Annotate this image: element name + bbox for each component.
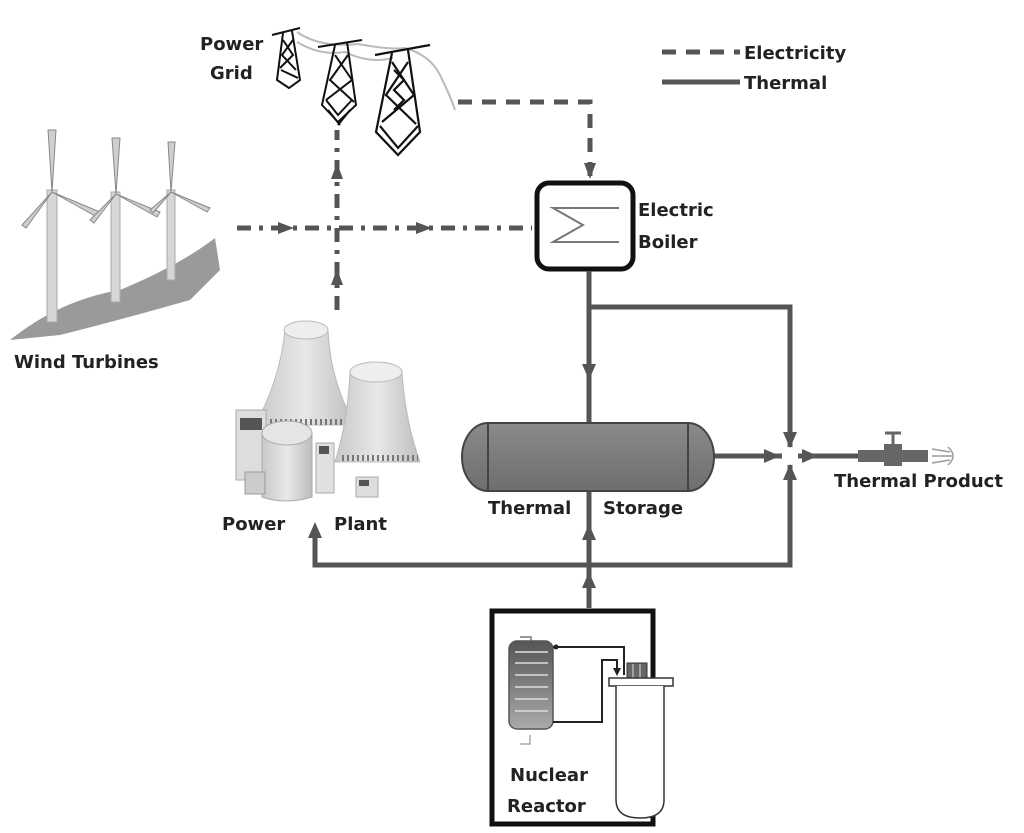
nuclear-reactor-label-line2: Reactor	[507, 796, 586, 817]
thermal-product-label: Thermal Product	[834, 471, 1003, 492]
valve-icon	[858, 431, 954, 466]
legend: Electricity Thermal	[662, 43, 846, 94]
electric-boiler-label-line2: Boiler	[638, 232, 698, 253]
power-line-wires	[296, 31, 456, 111]
arrow-down-icon	[783, 432, 797, 448]
legend-thermal: Thermal	[662, 73, 827, 94]
arrow-up-icon	[582, 524, 596, 540]
wind-turbines: Wind Turbines	[10, 129, 220, 373]
wind-turbine-icon	[89, 137, 161, 303]
electric-boiler: Electric Boiler	[534, 180, 714, 272]
arrow-right-icon	[764, 449, 780, 463]
cooling-tower-icon	[334, 361, 421, 463]
arrow-up-icon	[308, 522, 322, 538]
cooling-tower-icon	[254, 320, 356, 426]
nuclear-reactor: Nuclear Reactor	[489, 608, 674, 827]
edge-reactor-to-plant-and-product	[312, 465, 793, 568]
power-plant: Power Plant	[222, 320, 421, 535]
boiler-box	[534, 180, 636, 272]
arrow-up-icon	[783, 464, 797, 480]
thermal-storage-label-right: Storage	[603, 498, 683, 519]
edge-boiler-to-product	[589, 304, 793, 447]
arrow-down-icon	[584, 163, 596, 179]
electric-boiler-label-line1: Electric	[638, 200, 714, 221]
arrow-up-icon	[331, 269, 343, 285]
nuclear-reactor-label-line1: Nuclear	[510, 765, 588, 786]
arrow-up-icon	[331, 163, 343, 179]
thermal-flows	[308, 271, 862, 608]
arrow-right-icon	[802, 449, 818, 463]
wind-turbine-icon	[149, 141, 211, 281]
pylon-icon	[271, 27, 302, 90]
pylon-icon	[374, 43, 431, 157]
legend-thermal-label: Thermal	[744, 73, 827, 94]
reactor-vessel-icon	[608, 662, 674, 819]
power-grid-label-line2: Grid	[210, 63, 253, 84]
hill-icon	[10, 238, 220, 340]
arrow-up-icon	[582, 572, 596, 588]
pylon-icon	[317, 39, 363, 126]
wind-turbine-icon	[21, 129, 101, 323]
arrow-right-icon	[416, 222, 432, 234]
thermal-storage: Thermal Storage	[461, 422, 715, 519]
heating-coil-icon	[549, 207, 619, 243]
legend-electricity: Electricity	[662, 43, 846, 64]
reactor-piping	[553, 646, 625, 675]
edge-grid-to-boiler	[458, 99, 593, 178]
reactor-piping-return	[553, 659, 618, 723]
arrow-down-icon	[582, 364, 596, 380]
arrow-right-icon	[278, 222, 294, 234]
reactor-building-icon	[235, 409, 379, 502]
heat-exchanger-icon	[508, 636, 554, 745]
thermal-storage-label-left: Thermal	[488, 498, 571, 519]
legend-electricity-label: Electricity	[744, 43, 846, 64]
wind-turbines-label: Wind Turbines	[14, 352, 159, 373]
power-plant-label-left: Power	[222, 514, 285, 535]
power-plant-label-right: Plant	[334, 514, 387, 535]
thermal-product: Thermal Product	[834, 431, 1003, 492]
electricity-flows	[237, 99, 596, 310]
power-grid-label-line1: Power	[200, 34, 263, 55]
power-grid: Power Grid	[200, 27, 456, 157]
storage-tank-icon	[461, 422, 715, 492]
power-line-wires-2	[296, 41, 394, 61]
